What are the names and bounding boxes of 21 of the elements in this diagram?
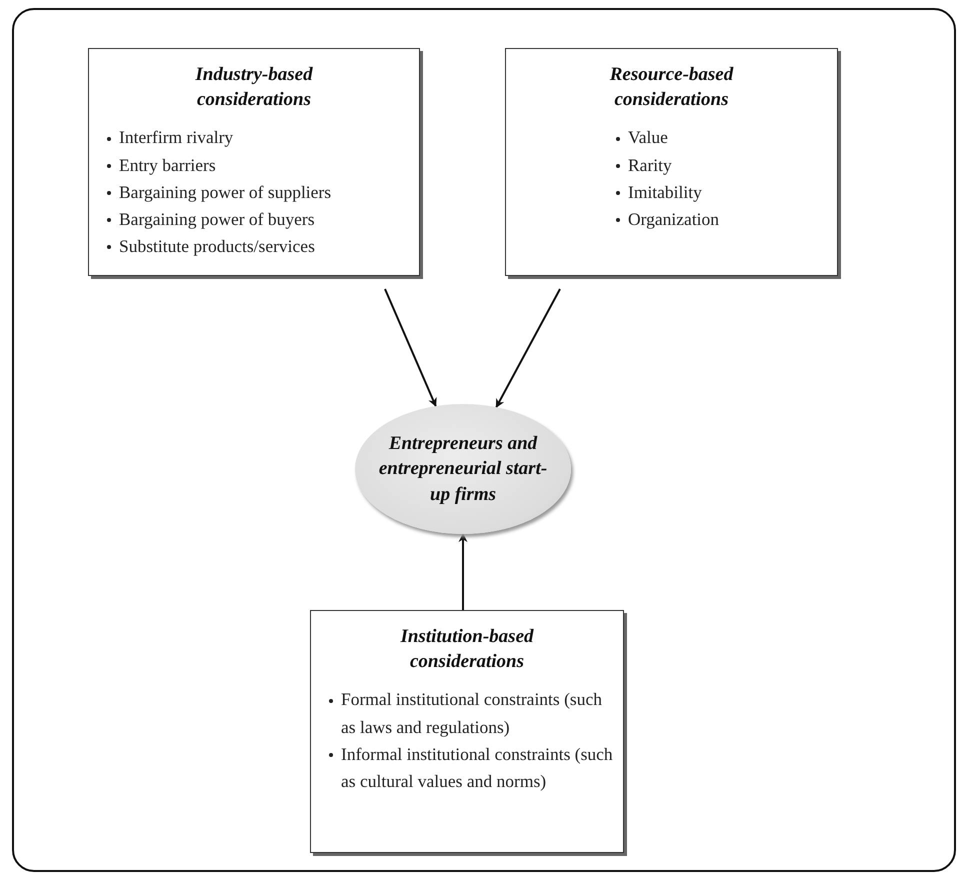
- box-heading: Institution-based considerations: [399, 625, 535, 674]
- process-box: [310, 610, 624, 853]
- bullet-item: Bargaining power of buyers: [107, 206, 409, 233]
- node-title: Entrepreneurs and entrepreneurial start-up firms: [378, 432, 548, 507]
- arrow: [495, 288, 561, 408]
- bullet-item: Formal institutional constraints (such as laws and regulations): [329, 686, 613, 741]
- bullet-item: Rarity: [616, 152, 827, 179]
- box-heading: Industry-based considerations: [194, 63, 314, 112]
- bullet-item: Value: [616, 124, 827, 152]
- bullet-item: Informal institutional constraints (such as cultural values and norms): [329, 740, 613, 795]
- bullet-item: Organization: [616, 206, 827, 233]
- arrow: [384, 288, 437, 407]
- box-heading: Resource-based considerations: [608, 63, 734, 112]
- process-box: [88, 48, 420, 276]
- arrow: [458, 533, 468, 610]
- bullet-item: Entry barriers: [107, 152, 409, 179]
- bullet-item: Interfirm rivalry: [107, 124, 409, 152]
- bullet-item: Imitability: [616, 178, 827, 206]
- process-box: [505, 48, 838, 276]
- bullet-item: Bargaining power of suppliers: [107, 178, 409, 206]
- bullet-item: Substitute products/services: [107, 232, 409, 260]
